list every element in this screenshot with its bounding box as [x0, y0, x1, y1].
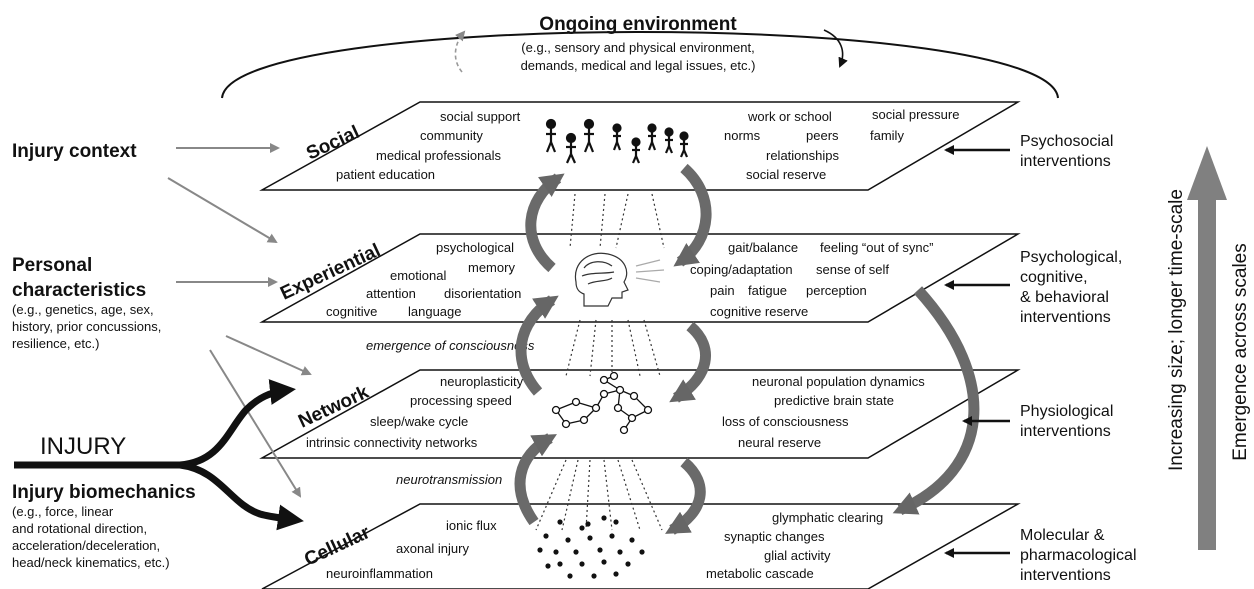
experiential-item: attention [366, 286, 416, 301]
network-item: neural reserve [738, 435, 821, 450]
injury-to-network-arrow [179, 379, 296, 469]
molecular-interventions-line2: pharmacological [1020, 547, 1137, 564]
injury-biomechanics-desc-line2: and rotational direction, [12, 521, 147, 536]
experiential-item: perception [806, 283, 867, 298]
social-item: social support [440, 109, 521, 124]
cellular-item: synaptic changes [724, 529, 825, 544]
injury-context-label: Injury context [12, 141, 137, 162]
injury-biomechanics-title: Injury biomechanics [12, 482, 196, 503]
experiential-item: feeling “out of sync” [820, 240, 933, 255]
psychosocial-interventions-line1: Psychosocial [1020, 133, 1113, 150]
personal-characteristics-title-line1: Personal [12, 255, 92, 276]
psych-interventions-line4: interventions [1020, 309, 1111, 326]
increasing-size-label: Increasing size; longer time-scale [1166, 189, 1187, 471]
experiential-item: fatigue [748, 283, 787, 298]
injury-to-cellular-arrow [179, 461, 304, 531]
personal-characteristics-desc-line1: (e.g., genetics, age, sex, [12, 302, 154, 317]
upward-arrow-cellular-to-network [514, 433, 557, 526]
cellular-item: ionic flux [446, 518, 497, 533]
environment-desc-line2: demands, medical and legal issues, etc.) [521, 58, 756, 73]
network-item: neuronal population dynamics [752, 374, 925, 389]
personal-to-network-arrow [225, 335, 312, 376]
environment-desc-line1: (e.g., sensory and physical environment, [521, 40, 754, 55]
cellular-item: axonal injury [396, 541, 469, 556]
network-item: loss of consciousness [722, 414, 849, 429]
cellular-item: metabolic cascade [706, 566, 814, 581]
injury-biomechanics-desc-line1: (e.g., force, linear [12, 504, 114, 519]
experiential-item: gait/balance [728, 240, 798, 255]
injury-biomechanics-desc-line4: head/neck kinematics, etc.) [12, 555, 170, 570]
emergence-up-arrow [1187, 146, 1227, 550]
brain-head-icon [574, 252, 665, 307]
experiential-item: disorientation [444, 286, 521, 301]
personal-to-cellular-arrow [209, 349, 302, 498]
network-item: processing speed [410, 393, 512, 408]
projection-lines-cellular [535, 459, 663, 531]
social-item: work or school [747, 109, 832, 124]
injury-label: INJURY [40, 433, 126, 460]
environment-title: Ongoing environment [539, 14, 737, 35]
molecule-dots-icon [537, 515, 645, 579]
personal-characteristics-title-line2: characteristics [12, 280, 146, 301]
emergence-across-scales-label: Emergence across scales [1230, 243, 1251, 461]
experiential-item: pain [710, 283, 735, 298]
experiential-item: coping/adaptation [690, 262, 793, 277]
personal-characteristics-desc-line2: history, prior concussions, [12, 319, 161, 334]
psych-interventions-line1: Psychological, [1020, 249, 1122, 266]
projection-lines-network [565, 319, 661, 377]
psych-interventions-line3: & behavioral [1020, 289, 1109, 306]
experiential-item: cognitive [326, 304, 377, 319]
social-item: social reserve [746, 167, 826, 182]
experiential-item: language [408, 304, 462, 319]
downward-arrow-social-to-experiential [673, 163, 712, 267]
cellular-item: glymphatic clearing [772, 510, 883, 525]
social-item: patient education [336, 167, 435, 182]
psych-interventions-line2: cognitive, [1020, 269, 1088, 286]
people-icon [545, 118, 689, 164]
experiential-item: psychological [436, 240, 514, 255]
social-item: social pressure [872, 107, 959, 122]
neurotransmission-label: neurotransmission [396, 472, 502, 487]
social-item: medical professionals [376, 148, 502, 163]
network-item: predictive brain state [774, 393, 894, 408]
network-item: intrinsic connectivity networks [306, 435, 478, 450]
experiential-plane [259, 233, 1021, 323]
upward-arrow-experiential-to-social [525, 173, 565, 273]
social-item: peers [806, 128, 839, 143]
environment-arc [221, 31, 1059, 99]
environment-cycle-arrow-right [823, 29, 848, 68]
long-arrow-experiential-to-cellular [892, 286, 980, 516]
cellular-item: glial activity [764, 548, 831, 563]
cellular-plane [261, 503, 1021, 589]
molecular-interventions-line1: Molecular & [1020, 527, 1105, 544]
experiential-item: sense of self [816, 262, 889, 277]
context-to-experiential-arrow [167, 177, 278, 244]
projection-lines-social [569, 193, 665, 249]
social-plane [259, 101, 1021, 191]
network-item: sleep/wake cycle [370, 414, 468, 429]
social-item: community [420, 128, 483, 143]
downward-arrow-network-to-cellular [665, 457, 706, 535]
environment-cycle-arrow-left [454, 30, 466, 73]
physiological-interventions-line1: Physiological [1020, 403, 1113, 420]
social-item: family [870, 128, 904, 143]
cellular-item: neuroinflammation [326, 566, 433, 581]
experiential-item: memory [468, 260, 515, 275]
experiential-item: emotional [390, 268, 446, 283]
emergence-of-consciousness-label: emergence of consciousness [366, 338, 535, 353]
injury-biomechanics-desc-line3: acceleration/deceleration, [12, 538, 160, 553]
psychosocial-interventions-line2: interventions [1020, 153, 1111, 170]
network-item: neuroplasticity [440, 374, 524, 389]
social-item: norms [724, 128, 761, 143]
personal-characteristics-desc-line3: resilience, etc.) [12, 336, 99, 351]
upward-arrow-network-to-experiential [515, 295, 559, 396]
downward-arrow-experiential-to-network [669, 321, 711, 403]
physiological-interventions-line2: interventions [1020, 423, 1111, 440]
neural-network-icon [551, 371, 653, 435]
molecular-interventions-line3: interventions [1020, 567, 1111, 584]
social-item: relationships [766, 148, 839, 163]
experiential-item: cognitive reserve [710, 304, 808, 319]
